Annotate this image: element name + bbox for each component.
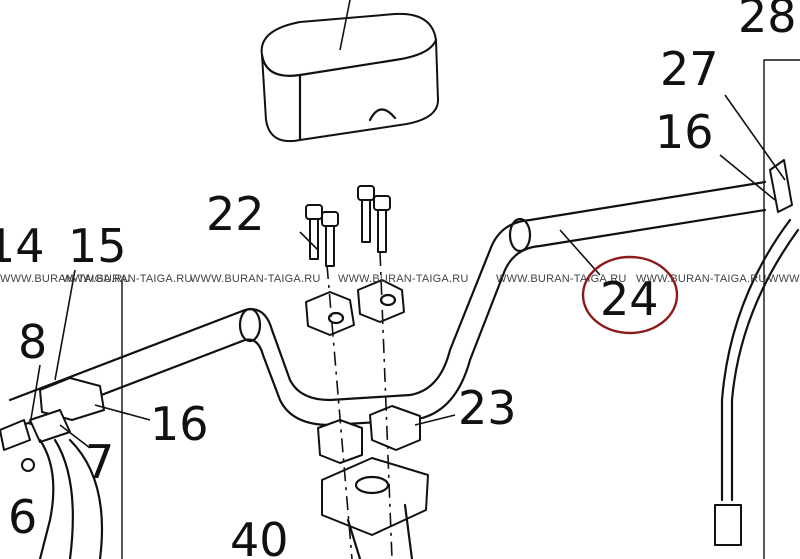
right-frame — [121, 59, 800, 559]
right-control-assembly — [714, 159, 800, 546]
bolt — [373, 195, 391, 253]
highlight-circle — [581, 255, 679, 335]
watermark: WWW.BURAN-TAIGA.RU — [496, 273, 627, 285]
center-lines — [326, 251, 393, 559]
part-label-15: 15 — [68, 219, 127, 273]
watermark: WWW.BURAN-TAIGA.RU — [338, 273, 469, 285]
part-label-14: 14 — [0, 219, 45, 273]
riser-block — [321, 457, 429, 559]
bolt — [357, 185, 375, 243]
part-label-6: 6 — [8, 490, 37, 544]
upper-clamps — [305, 279, 405, 336]
watermark-row: WWW.BURAN-TAIGA.RU WWW.BURAN-TAIGA.RU WW… — [0, 273, 800, 285]
part-label-24: 24 — [600, 272, 659, 326]
part-label-22: 22 — [206, 187, 265, 241]
bolt — [305, 204, 323, 260]
left-control-assembly — [0, 377, 105, 559]
bolts — [305, 185, 391, 267]
leader-lines — [29, 94, 786, 449]
part-label-28: 28 — [738, 0, 797, 43]
bolt — [321, 211, 339, 267]
part-label-7: 7 — [85, 435, 114, 489]
watermark: WWW.BURAN-TAIGA.RU — [190, 273, 321, 285]
watermark: WWW.BURAN-TAIGA.RU — [0, 273, 131, 285]
watermark: WWW.BURAN-TAIGA.RU — [768, 273, 800, 285]
part-label-40: 40 — [230, 513, 289, 559]
lower-clamps — [317, 405, 421, 464]
part-label-23: 23 — [458, 381, 517, 435]
grip-cover — [260, 0, 439, 142]
watermark: WWW.BURAN-TAIGA.RU — [636, 273, 767, 285]
part-label-16-right: 16 — [655, 105, 714, 159]
part-label-16-left: 16 — [150, 397, 209, 451]
part-label-8: 8 — [18, 315, 47, 369]
watermark: WWW.BURAN-TAIGA.RU — [62, 273, 193, 285]
part-label-27: 27 — [660, 42, 719, 96]
